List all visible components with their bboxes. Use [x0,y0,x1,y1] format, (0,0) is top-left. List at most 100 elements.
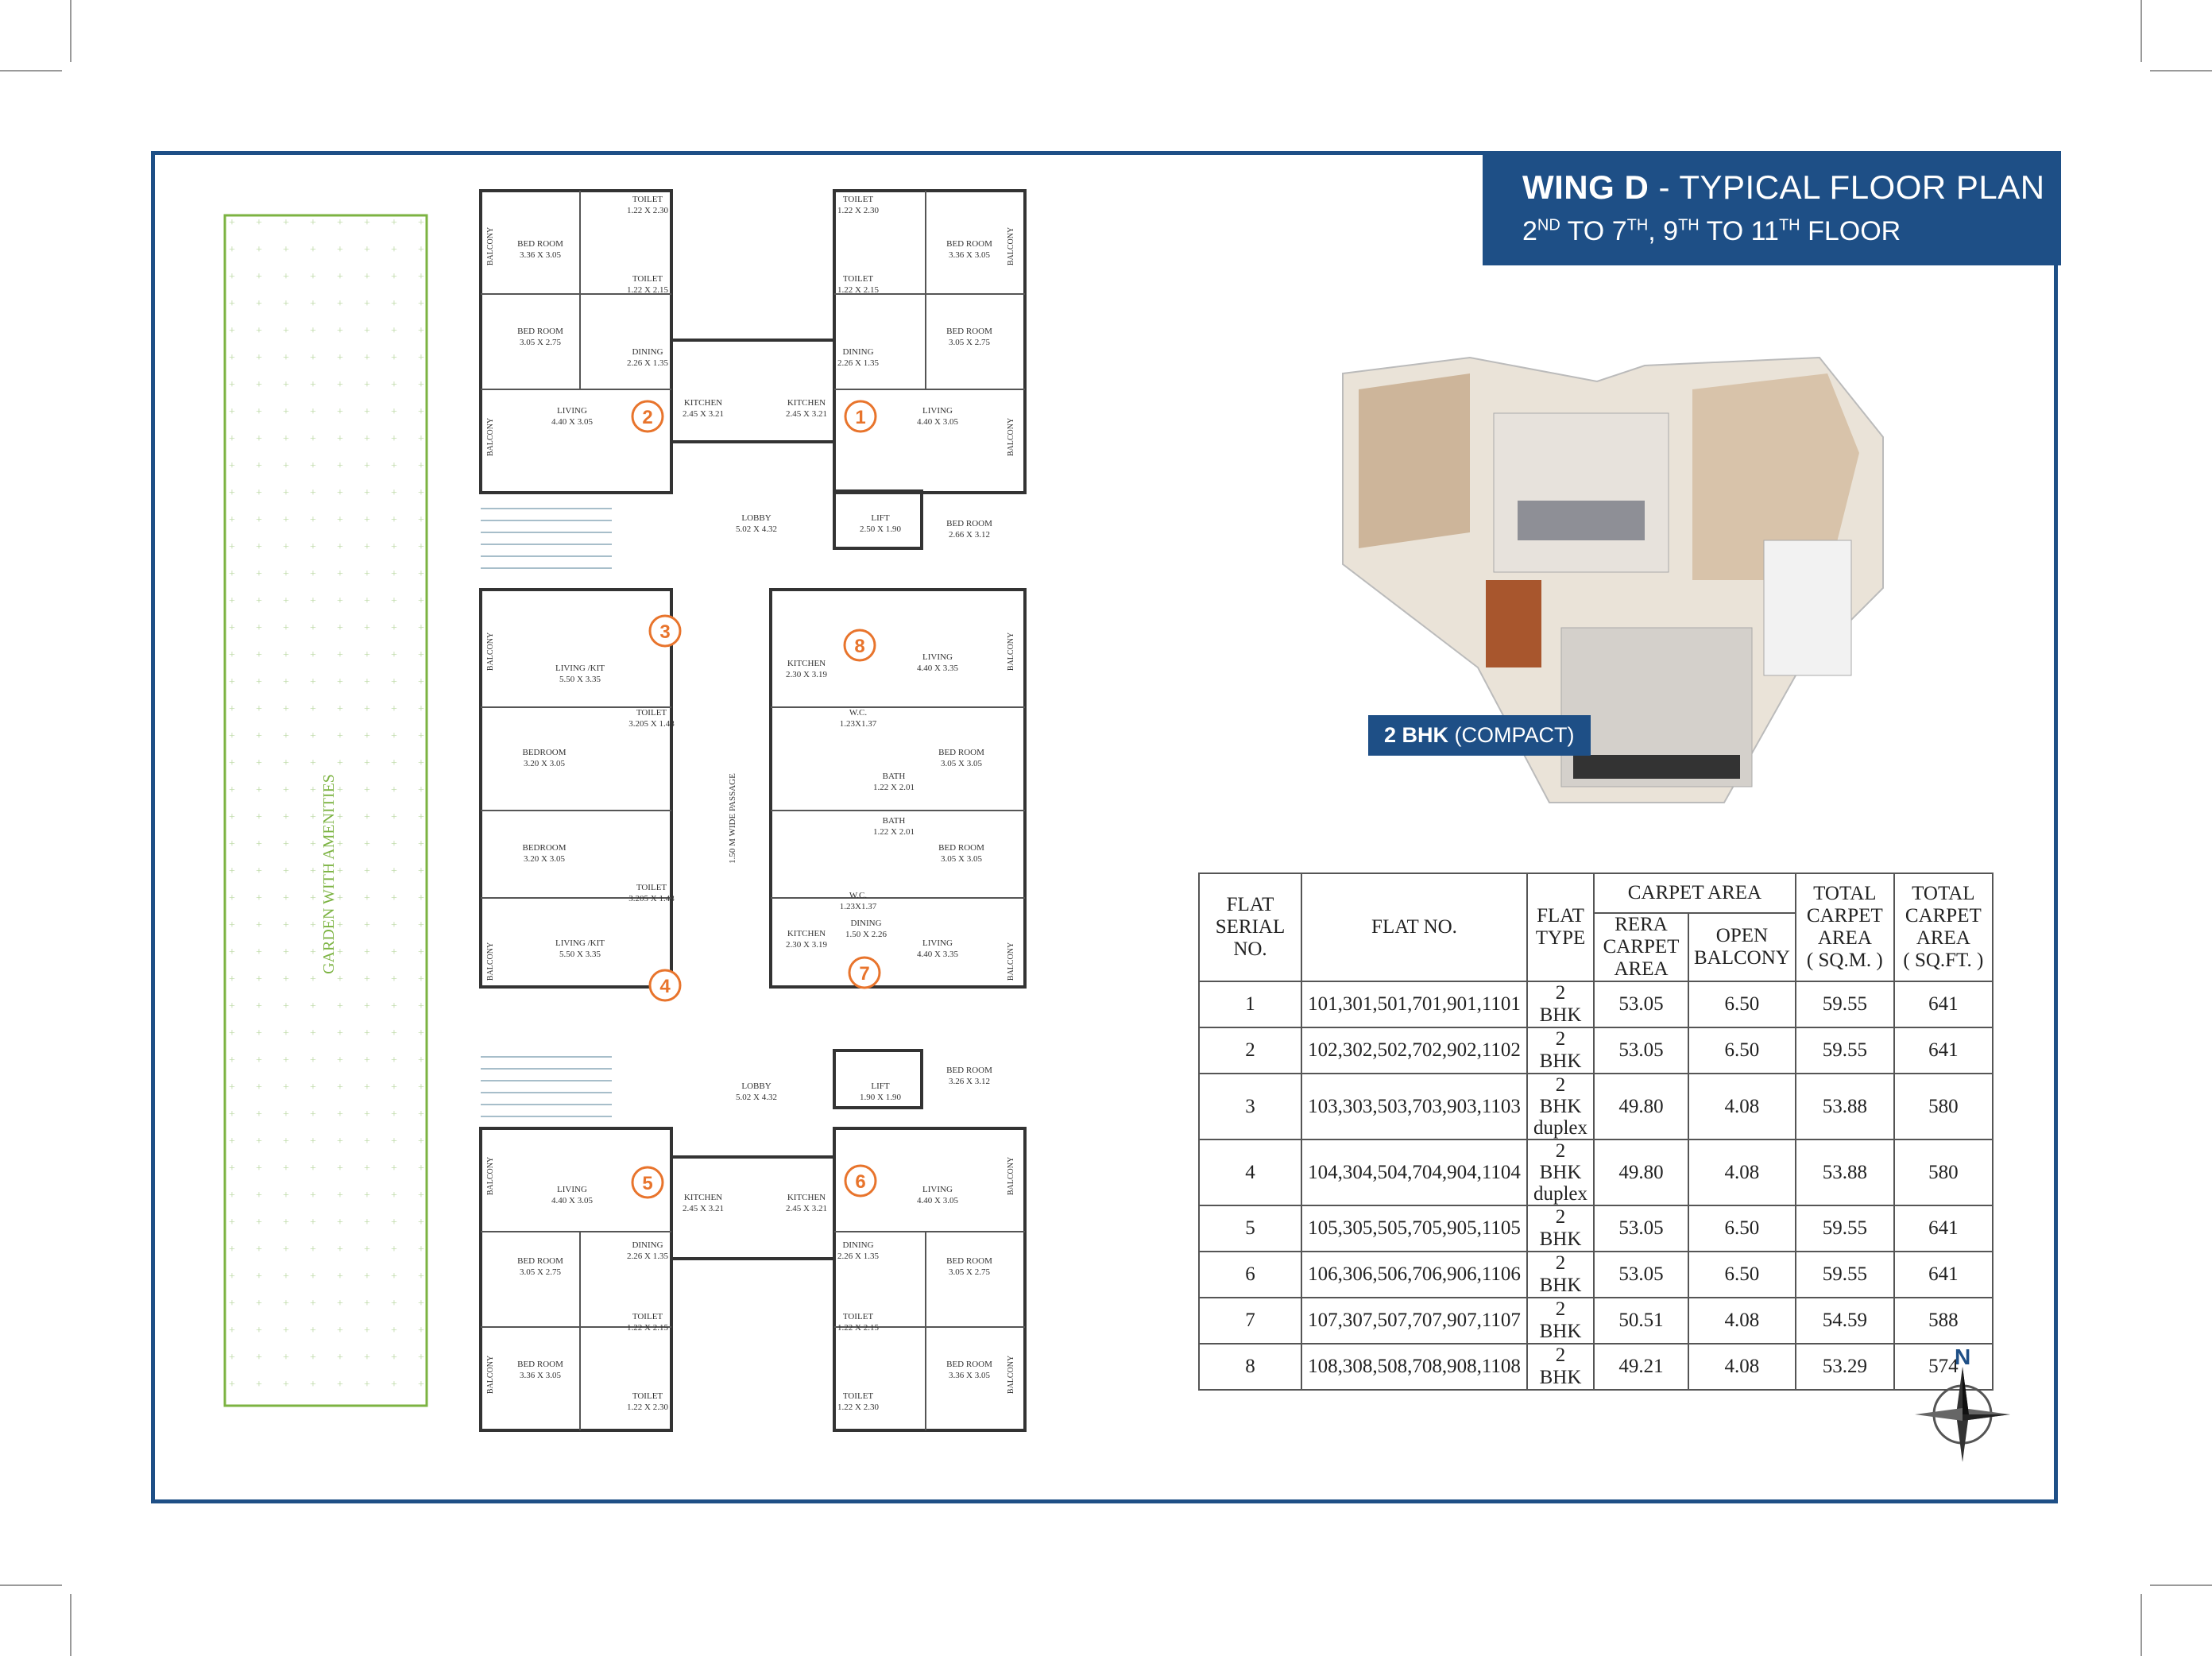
room-dim: 2.45 X 3.21 [786,409,827,419]
room-label: TOILET [843,195,874,204]
room-label: LIVING /KIT [555,664,605,673]
compass-icon [1915,1367,2010,1462]
room-label: W.C. [849,891,867,900]
unit-marker-7: 7 [859,963,869,985]
room-dim: 1.50 X 2.26 [845,930,887,939]
unit-marker-2: 2 [642,407,652,428]
crop-mark [70,1594,72,1656]
room-label: LIVING [922,938,953,948]
balcony-labels: BALCONY BALCONY BALCONY BALCONY BALCONY … [486,227,1015,1394]
room-dim: 3.20 X 3.05 [524,759,565,768]
garden-area [223,214,428,1407]
room-dim: 3.36 X 3.05 [520,250,561,260]
lobby-dim: 5.02 X 4.32 [736,524,777,534]
room-dim: 5.50 X 3.35 [559,950,601,959]
room-label: DINING [632,1240,663,1250]
room-dim: 3.205 X 1.48 [628,894,675,903]
room-label: BED ROOM [946,239,992,249]
interior-partitions [481,191,1025,1430]
room-label: KITCHEN [787,929,826,938]
room-label: LIVING [557,406,587,416]
room-dim: 2.26 X 1.35 [837,1252,879,1261]
room-dim: 2.30 X 3.19 [786,670,827,679]
room-label: DINING [850,919,881,928]
page-frame [151,151,2058,1503]
room-dim: 1.22 X 2.30 [837,1403,879,1412]
room-dim: 3.26 X 3.12 [949,1077,990,1086]
door-image [1486,580,1541,667]
balcony-label: BALCONY [1007,942,1015,981]
room-dim: 1.22 X 2.30 [837,206,879,215]
unit-type-label: 2 BHK (COMPACT) [1368,715,1591,756]
lift-label: LIFT [871,513,890,523]
crop-mark [2150,70,2212,72]
balcony-label: BALCONY [1007,1157,1015,1195]
room-dim: 3.05 X 3.05 [941,759,982,768]
lobby-label: LOBBY [741,1081,771,1091]
room-dim: 5.50 X 3.35 [559,675,601,684]
room-dim: 3.36 X 3.05 [949,250,990,260]
unit-markers: 1 2 3 4 5 6 7 8 [631,400,881,1199]
room-label: BEDROOM [522,748,566,757]
balcony-label: BALCONY [1007,418,1015,456]
room-label: TOILET [636,708,667,718]
room-label: BED ROOM [946,519,992,528]
header-carpet-area: CARPET AREA [1593,872,1796,914]
building-walls [479,189,1027,1432]
lift-label: LIFT [871,1081,890,1091]
room-dim: 1.22 X 2.01 [873,783,915,792]
room-dim: 2.45 X 3.21 [683,409,724,419]
lobby-dim: 5.02 X 4.32 [736,1093,777,1102]
crop-mark [2150,1584,2212,1586]
room-dim: 1.23X1.37 [840,902,877,911]
room-label: TOILET [632,1391,663,1401]
room-dim: 4.40 X 3.05 [551,1196,593,1205]
header-flat-no: FLAT NO. [1301,872,1528,982]
room-label: TOILET [843,274,874,284]
floor-plan: + GARDEN WITH AMENITIES [223,189,1027,1432]
room-label: BED ROOM [517,239,563,249]
wing-name: WING D [1522,168,1649,206]
room-dim: 1.22 X 2.15 [627,1323,668,1333]
unit-3d-render [1342,356,1884,803]
lift-dim: 1.90 X 1.90 [860,1093,901,1102]
balcony-label: BALCONY [486,1157,495,1195]
room-label: W.C. [849,708,867,718]
room-dim: 3.05 X 2.75 [520,338,561,347]
garden-label: GARDEN WITH AMENITIES [320,774,338,974]
room-dim: 1.23X1.37 [840,719,877,729]
room-label: TOILET [632,274,663,284]
unit-marker-4: 4 [659,976,671,997]
page-title: WING D - TYPICAL FLOOR PLAN [1522,168,2045,207]
room-dim: 3.20 X 3.05 [524,854,565,864]
room-label: DINING [842,347,873,357]
room-dim: 2.30 X 3.19 [786,940,827,950]
room-dim: 1.22 X 2.15 [627,285,668,295]
room-label: BED ROOM [946,1360,992,1369]
room-dim: 1.22 X 2.15 [837,1323,879,1333]
crop-mark [70,0,72,62]
staircase [481,508,612,1117]
room-label: TOILET [632,1312,663,1321]
balcony-label: BALCONY [1007,1356,1015,1394]
lift-dim: 2.50 X 1.90 [860,524,901,534]
crop-mark [2140,1594,2142,1656]
floor-range: 2ND TO 7TH, 9TH TO 11TH FLOOR [1522,216,1901,246]
lobby-label: LOBBY [741,513,771,523]
room-label: KITCHEN [787,1193,826,1202]
balcony-label: BALCONY [486,1356,495,1394]
room-dim: 2.45 X 3.21 [683,1204,724,1213]
room-label: LIVING [922,652,953,662]
room-dim: 2.45 X 3.21 [786,1204,827,1213]
room-dim: 1.22 X 2.30 [627,1403,668,1412]
room-label: BED ROOM [517,1360,563,1369]
room-dim: 3.36 X 3.05 [520,1371,561,1380]
balcony-label: BALCONY [486,633,495,671]
